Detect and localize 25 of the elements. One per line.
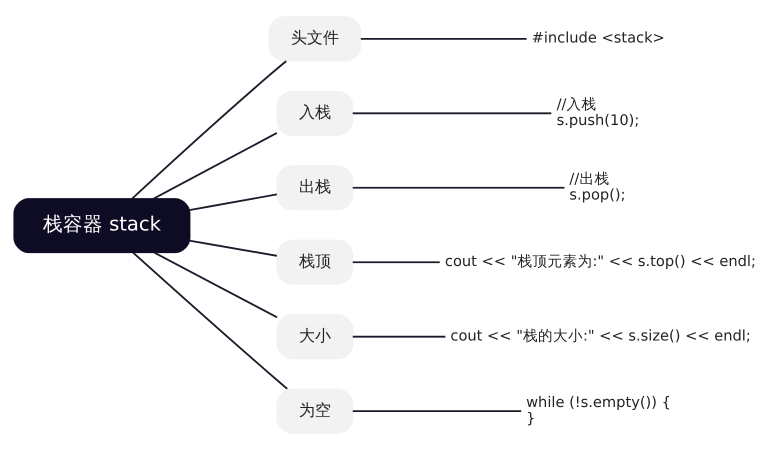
connector <box>131 60 286 200</box>
node-text: cout << "栈顶元素为:" << s.top() << endl; <box>444 253 756 270</box>
node-text: //出栈 s.pop(); <box>568 170 626 204</box>
node-box: 出栈 <box>276 165 353 210</box>
node-text: cout << "栈的大小:" << s.size() << endl; <box>450 327 750 344</box>
node-box: 栈容器 stack <box>12 198 190 254</box>
connector <box>352 186 564 189</box>
connector <box>352 336 445 338</box>
node-box: 大小 <box>276 314 353 360</box>
node-box: 头文件 <box>268 16 361 62</box>
node-text: #include <stack> <box>531 30 664 47</box>
connector <box>360 38 526 40</box>
node-box: 入栈 <box>276 90 353 136</box>
connector <box>189 193 277 211</box>
node-text: while (!s.empty()) { } <box>526 394 670 427</box>
node-box: 栈顶 <box>276 240 353 285</box>
connector <box>153 252 277 318</box>
connector <box>189 240 277 257</box>
connector <box>132 252 288 390</box>
connector <box>352 261 440 264</box>
connector <box>152 132 277 200</box>
connector <box>352 410 521 412</box>
node-box: 为空 <box>276 388 353 434</box>
connector <box>352 112 551 114</box>
node-text: //入栈 s.push(10); <box>556 96 639 130</box>
